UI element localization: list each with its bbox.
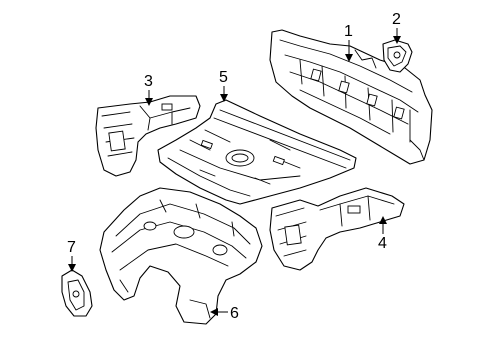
callout-label-3: 3 <box>144 73 153 90</box>
callout-label-7: 7 <box>67 239 76 256</box>
callout-7: 7 <box>67 239 76 272</box>
part-6-lower-frame <box>99 187 263 325</box>
callout-3: 3 <box>144 73 153 106</box>
part-4-right-bracket <box>269 187 405 271</box>
part-2-bracket <box>382 39 413 73</box>
callout-label-6: 6 <box>230 305 239 322</box>
part-3-left-bracket <box>95 95 201 177</box>
callout-label-4: 4 <box>378 235 387 252</box>
callout-6: 6 <box>210 305 239 322</box>
callout-label-2: 2 <box>392 11 401 28</box>
part-5-floor-pan <box>157 99 357 205</box>
part-1-rear-panel <box>269 29 433 165</box>
part-7-gusset <box>61 269 93 317</box>
callout-label-1: 1 <box>344 23 353 40</box>
callout-2: 2 <box>392 11 401 44</box>
callout-label-5: 5 <box>219 69 228 86</box>
callout-1: 1 <box>344 23 353 62</box>
callout-5: 5 <box>219 69 228 102</box>
callout-4: 4 <box>378 216 387 252</box>
